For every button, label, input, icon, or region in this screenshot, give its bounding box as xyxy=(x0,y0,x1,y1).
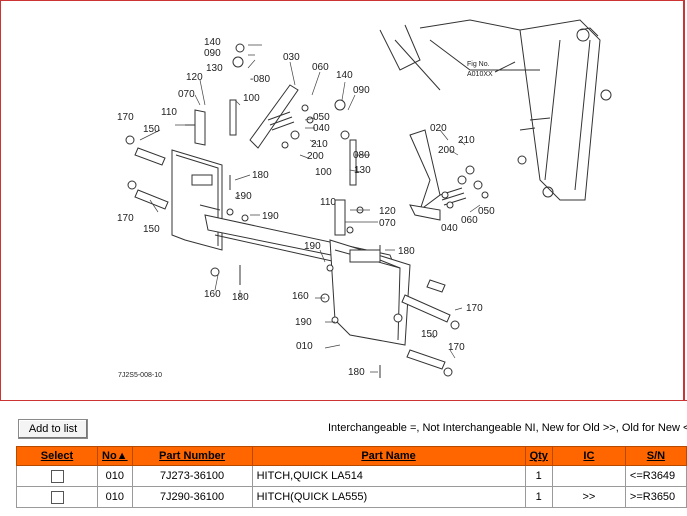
callout-label: 030 xyxy=(283,52,300,63)
ic-cell xyxy=(551,465,626,487)
col-part-name[interactable]: Part Name xyxy=(251,446,526,466)
callout-label: 150 xyxy=(143,224,160,235)
col-part-number[interactable]: Part Number xyxy=(131,446,253,466)
select-cell xyxy=(16,486,98,508)
col-no-label: No▲ xyxy=(102,450,128,462)
callout-label: 180 xyxy=(232,292,249,303)
part-name-cell: HITCH(QUICK LA555) xyxy=(251,486,526,508)
ic-cell: >> xyxy=(551,486,626,508)
callout-label: -080 xyxy=(250,74,270,85)
select-checkbox[interactable] xyxy=(50,469,64,483)
callout-label: 090 xyxy=(204,48,221,59)
callout-label: 180 xyxy=(348,367,365,378)
callout-label: 170 xyxy=(117,112,134,123)
callout-label: 040 xyxy=(441,223,458,234)
parts-diagram: Fig No. A010XX xyxy=(117,19,612,379)
callout-label: 080 xyxy=(353,150,370,161)
col-no[interactable]: No▲ xyxy=(97,446,133,466)
fig-note-2: A010XX xyxy=(467,71,493,78)
callout-label: 020 xyxy=(430,123,447,134)
parts-list-panel: Add to list Interchangeable =, Not Inter… xyxy=(0,400,687,516)
no-cell: 010 xyxy=(97,486,133,508)
part-number-cell: 7J273-36100 xyxy=(131,465,253,487)
col-select-label: Select xyxy=(40,450,74,462)
callout-label: 070 xyxy=(379,218,396,229)
fig-note-1: Fig No. xyxy=(467,61,490,68)
callout-label: 210 xyxy=(458,135,475,146)
col-qty-label: Qty xyxy=(529,450,548,462)
leader-lines xyxy=(139,44,481,373)
callout-label: 060 xyxy=(312,62,329,73)
callout-label: 190 xyxy=(295,317,312,328)
callout-label: 100 xyxy=(243,93,260,104)
callout-label: 140 xyxy=(336,70,353,81)
table-header-row: Select No▲ Part Number Part Name Qty IC … xyxy=(16,446,687,466)
qty-cell: 1 xyxy=(524,465,553,487)
table-row: 010 7J290-36100 HITCH(QUICK LA555) 1 >> … xyxy=(16,486,687,508)
no-cell: 010 xyxy=(97,465,133,487)
col-sn-label: S/N xyxy=(646,450,666,462)
part-name-cell: HITCH,QUICK LA514 xyxy=(251,465,526,487)
callout-label: 060 xyxy=(461,215,478,226)
callout-label: 200 xyxy=(438,145,455,156)
col-qty[interactable]: Qty xyxy=(524,446,553,466)
callout-label: 170 xyxy=(117,213,134,224)
callout-labels: 140 090 130 -080 030 060 120 070 100 140… xyxy=(117,37,495,378)
callout-label: 140 xyxy=(204,37,221,48)
callout-label: 160 xyxy=(204,289,221,300)
parts-table: Select No▲ Part Number Part Name Qty IC … xyxy=(16,446,687,508)
sn-cell: >=R3650 xyxy=(624,486,687,508)
col-part-name-label: Part Name xyxy=(361,450,416,462)
figure-code: 7J2S5-008-10 xyxy=(118,372,162,379)
callout-label: 120 xyxy=(379,206,396,217)
callout-label: 210 xyxy=(311,139,328,150)
interchangeable-legend: Interchangeable =, Not Interchangeable N… xyxy=(328,422,687,434)
callout-label: 130 xyxy=(206,63,223,74)
callout-label: 090 xyxy=(353,85,370,96)
callout-label: 120 xyxy=(186,72,203,83)
add-to-list-button[interactable]: Add to list xyxy=(18,419,88,439)
callout-label: 150 xyxy=(143,124,160,135)
callout-label: 100 xyxy=(315,167,332,178)
callout-label: 170 xyxy=(466,303,483,314)
callout-label: 190 xyxy=(262,211,279,222)
callout-label: 150 xyxy=(421,329,438,340)
callout-label: 180 xyxy=(398,246,415,257)
right-hitch-plate xyxy=(329,239,411,346)
springs-and-washers xyxy=(125,43,489,378)
col-ic-label: IC xyxy=(583,450,595,462)
loader-arm-drawing xyxy=(379,19,612,201)
callout-label: 110 xyxy=(161,107,177,118)
callout-label: 050 xyxy=(478,206,495,217)
callout-label: 180 xyxy=(252,170,269,181)
callout-label: 190 xyxy=(235,191,252,202)
callout-label: 040 xyxy=(313,123,330,134)
callout-label: 010 xyxy=(296,341,313,352)
levers xyxy=(194,84,441,236)
callout-label: 130 xyxy=(354,165,371,176)
select-checkbox[interactable] xyxy=(50,490,64,504)
callout-label: 200 xyxy=(307,151,324,162)
col-select[interactable]: Select xyxy=(16,446,98,466)
table-row: 010 7J273-36100 HITCH,QUICK LA514 1 <=R3… xyxy=(16,465,687,487)
col-sn[interactable]: S/N xyxy=(624,446,687,466)
callout-label: 170 xyxy=(448,342,465,353)
callout-label: 160 xyxy=(292,291,309,302)
col-part-number-label: Part Number xyxy=(159,450,226,462)
callout-label: 050 xyxy=(313,112,330,123)
sn-cell: <=R3649 xyxy=(624,465,687,487)
col-ic[interactable]: IC xyxy=(551,446,626,466)
pins xyxy=(134,147,451,370)
qty-cell: 1 xyxy=(524,486,553,508)
callout-label: 190 xyxy=(304,241,321,252)
callout-label: 070 xyxy=(178,89,195,100)
part-number-cell: 7J290-36100 xyxy=(131,486,253,508)
select-cell xyxy=(16,465,98,487)
callout-label: 110 xyxy=(320,197,336,208)
